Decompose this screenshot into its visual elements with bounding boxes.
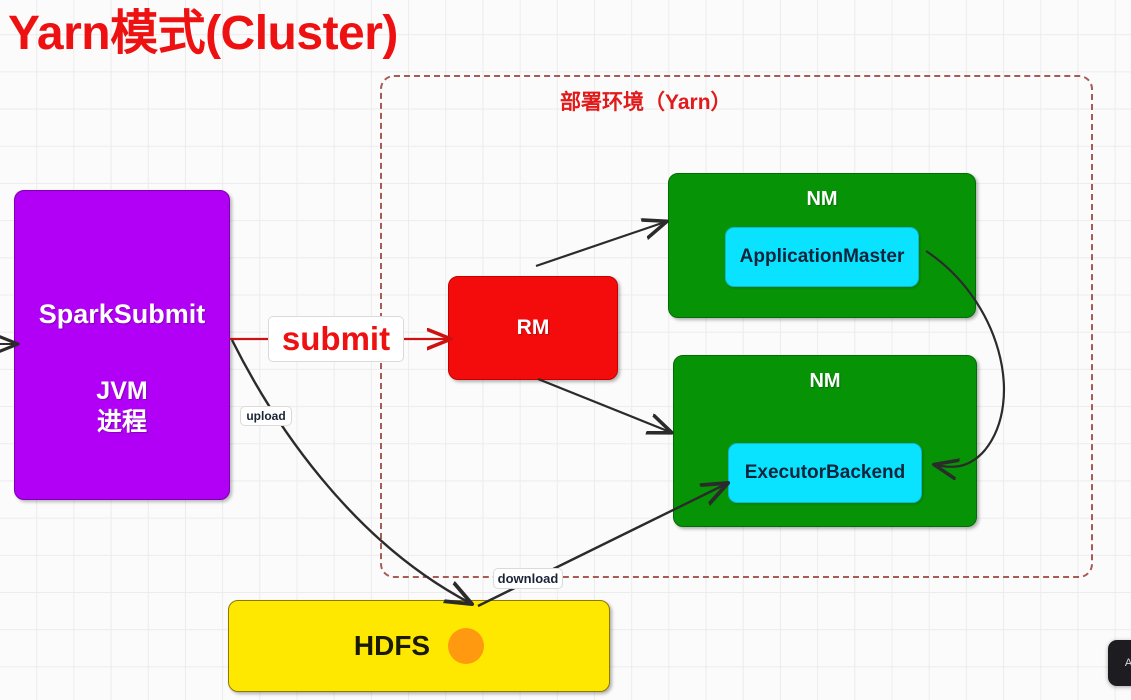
node-application-master[interactable]: ApplicationMaster	[725, 227, 919, 287]
page-title: Yarn模式(Cluster)	[8, 7, 398, 60]
node-node-manager-top[interactable]: NM ApplicationMaster	[668, 173, 976, 318]
node-executor-backend[interactable]: ExecutorBackend	[728, 443, 922, 503]
edge-label-download: download	[493, 568, 563, 589]
nm-bottom-label: NM	[809, 370, 841, 392]
edge-label-submit: submit	[268, 316, 404, 362]
hdfs-label: HDFS	[353, 630, 431, 661]
hdfs-storage-dot-icon	[448, 628, 485, 664]
nm-top-label: NM	[806, 188, 838, 210]
spark-submit-jvm-label: JVM	[96, 376, 148, 405]
spark-submit-title: SparkSubmit	[38, 298, 206, 329]
node-node-manager-bottom[interactable]: NM ExecutorBackend	[673, 355, 977, 527]
node-resource-manager[interactable]: RM	[448, 276, 618, 380]
node-hdfs[interactable]: HDFS	[228, 600, 610, 692]
spark-submit-process-label: 进程	[96, 407, 147, 436]
yarn-environment-label: 部署环境（Yarn）	[560, 91, 732, 114]
corner-badge-button[interactable]: All	[1108, 640, 1131, 686]
edge-label-upload: upload	[240, 406, 292, 426]
